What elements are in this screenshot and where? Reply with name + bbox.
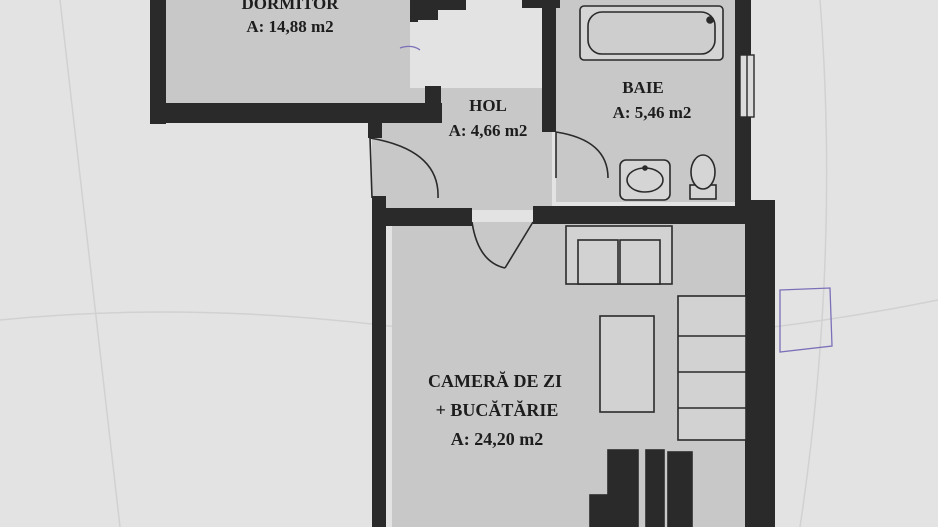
dining-area <box>589 449 693 527</box>
dormitor-floor <box>165 0 410 103</box>
wall-camera-right <box>745 200 775 527</box>
hol-name: HOL <box>469 96 507 115</box>
toilet <box>689 154 717 200</box>
wall-hol-left-lower <box>372 196 386 527</box>
dormitor-area: A: 14,88 m2 <box>246 17 333 36</box>
camera-name-line2: + BUCĂTĂRIE <box>436 399 559 420</box>
wall-dormitor-right-stub <box>418 0 438 20</box>
door-hol-entry <box>369 137 439 199</box>
kitchen-counter <box>677 295 747 441</box>
wall-dormitor-bottom <box>150 103 442 123</box>
camera-name-line1: CAMERĂ DE ZI <box>428 370 562 391</box>
sink <box>619 159 671 201</box>
furniture <box>565 225 747 527</box>
wall-hol-left <box>368 118 382 138</box>
baie-area: A: 5,46 m2 <box>613 103 692 122</box>
room-labels: DORMITOR A: 14,88 m2 HOL A: 4,66 m2 BAIE… <box>242 0 692 449</box>
wall-detail-a <box>410 0 418 22</box>
wall-dormitor-left <box>150 0 166 124</box>
baie-name: BAIE <box>622 78 664 97</box>
wall-baie-top-stub <box>522 0 560 8</box>
coffee-table <box>599 315 655 413</box>
wall-top-stub-a <box>438 0 466 10</box>
hol-area: A: 4,66 m2 <box>449 121 528 140</box>
baie-window <box>739 54 755 118</box>
walls <box>150 0 775 527</box>
sofa <box>565 225 673 285</box>
wall-hol-baie <box>542 0 556 132</box>
doors <box>369 131 609 269</box>
dormitor-name: DORMITOR <box>242 0 340 13</box>
pen-marks <box>399 45 833 353</box>
bathtub <box>579 5 724 61</box>
camera-area: A: 24,20 m2 <box>451 429 544 449</box>
door-camera <box>471 221 506 269</box>
door-baie <box>555 131 609 179</box>
wall-hol-bottom-left <box>372 208 472 226</box>
wall-hol-top <box>425 86 441 123</box>
wall-hol-bottom-right <box>533 206 748 224</box>
